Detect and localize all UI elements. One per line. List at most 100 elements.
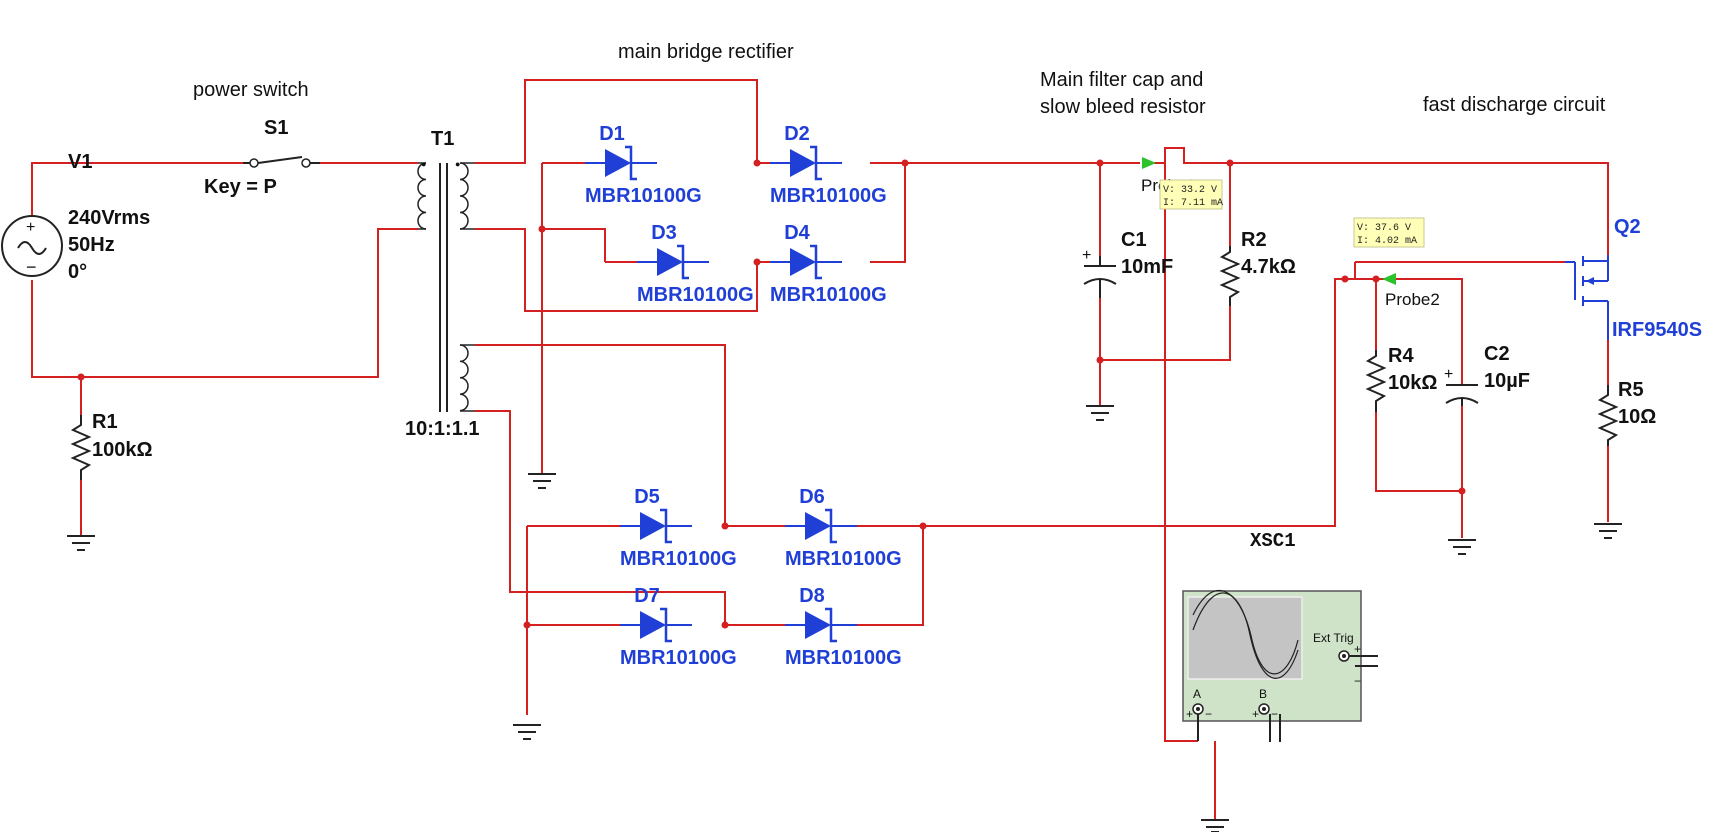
resistor-r1[interactable] [70,415,92,480]
scope-a-plus: + [1186,707,1193,721]
resistor-r5[interactable] [1597,385,1619,446]
r1-value: 100kΩ [92,439,153,461]
scope-b-plus: + [1252,707,1259,721]
s1-key: Key = P [204,176,277,198]
scope-trig-minus: − [1354,674,1361,688]
source-v1[interactable]: + − [1,215,63,277]
filter-wires [1096,147,1609,742]
diodes-layer: D1MBR10100GD2MBR10100GD3MBR10100GD4MBR10… [585,123,902,669]
main-bridge-wires [475,79,1100,473]
diode-d7-part: MBR10100G [620,647,737,669]
diode-d8-part: MBR10100G [785,647,902,669]
c1-ref: C1 [1121,229,1147,251]
diode-d4-part: MBR10100G [770,284,887,306]
r2-value: 4.7kΩ [1241,256,1296,278]
svg-text:+: + [1082,247,1091,264]
r2-ref: R2 [1241,229,1267,251]
probe2-marker[interactable] [1382,273,1396,285]
diode-d2-part: MBR10100G [770,185,887,207]
note-filter-line1: Main filter cap and [1040,69,1203,91]
r4-ref: R4 [1388,345,1414,367]
r4-value: 10kΩ [1388,372,1437,394]
probe1-voltage: V: 33.2 V [1163,185,1217,196]
transformer-t1[interactable]: ● ● [417,159,475,412]
diode-d2-ref: D2 [784,123,810,145]
oscilloscope-xsc1[interactable] [1182,590,1378,742]
diode-d4[interactable] [770,244,842,280]
v1-phase: 0° [68,261,87,283]
scope-ext-trig: Ext Trig [1313,631,1354,645]
ground-icon [1594,523,1622,539]
ground-icon [528,473,556,489]
diode-d1-ref: D1 [599,123,625,145]
probe2-voltage: V: 37.6 V [1357,223,1411,234]
scope-trig-plus: + [1354,642,1361,656]
diode-d5-ref: D5 [634,486,660,508]
svg-text:−: − [26,257,37,277]
v1-voltage: 240Vrms [68,207,150,229]
diode-d1-part: MBR10100G [585,185,702,207]
note-fast-discharge: fast discharge circuit [1423,94,1606,116]
diode-d5[interactable] [620,508,692,544]
discharge-wires [1341,261,1609,538]
diode-d3[interactable] [637,244,709,280]
probe2-tooltip: V: 37.6 V I: 4.02 mA [1353,217,1425,248]
r5-value: 10Ω [1618,406,1656,428]
ground-icon [1448,539,1476,555]
scope-channel-b: B [1259,687,1267,701]
probe2-label: Probe2 [1385,290,1440,309]
diode-d4-ref: D4 [784,222,810,244]
diode-d2[interactable] [770,145,842,181]
v1-frequency: 50Hz [68,234,115,256]
probe1-marker[interactable] [1142,157,1156,169]
diode-d6[interactable] [785,508,857,544]
ground-icon [1201,819,1229,832]
diode-d8-ref: D8 [799,585,825,607]
scope-a-minus: − [1205,707,1212,721]
c1-value: 10mF [1121,256,1173,278]
resistor-r2[interactable] [1219,246,1241,306]
diode-d7[interactable] [620,607,692,643]
diode-d6-part: MBR10100G [785,548,902,570]
svg-text:●: ● [455,159,460,169]
primary-wires [31,162,418,536]
xsc1-ref: XSC1 [1250,530,1296,552]
t1-ratio: 10:1:1.1 [405,418,480,440]
diode-d7-ref: D7 [634,585,660,607]
note-power-switch: power switch [193,79,309,101]
diode-d5-part: MBR10100G [620,548,737,570]
r5-ref: R5 [1618,379,1644,401]
capacitor-c1[interactable]: + [1082,247,1117,298]
probe2-current: I: 4.02 mA [1357,236,1417,247]
svg-text:+: + [1444,366,1453,383]
scope-channel-a: A [1193,687,1201,701]
mosfet-q2[interactable] [1565,255,1609,340]
second-bridge-wires [475,278,1355,715]
c2-ref: C2 [1484,343,1510,365]
note-main-bridge: main bridge rectifier [618,41,794,63]
diode-d1[interactable] [585,145,657,181]
ground-icon [1086,405,1114,421]
capacitor-c2[interactable]: + [1444,366,1479,406]
q2-ref: Q2 [1614,216,1641,238]
ground-icon [513,724,541,740]
s1-ref: S1 [264,117,288,139]
v1-ref: V1 [68,151,92,173]
t1-ref: T1 [431,128,454,150]
probe1-current: I: 7.11 mA [1163,198,1223,209]
r1-ref: R1 [92,411,118,433]
diode-d3-ref: D3 [651,222,677,244]
q2-part: IRF9540S [1612,319,1702,341]
svg-text:+: + [26,219,35,236]
diode-d3-part: MBR10100G [637,284,754,306]
resistor-r4[interactable] [1365,350,1387,412]
switch-s1[interactable] [243,156,320,168]
svg-text:●: ● [421,159,426,169]
diode-d8[interactable] [785,607,857,643]
c2-value: 10µF [1484,370,1530,392]
ground-icon [67,535,95,551]
probe1-tooltip: V: 33.2 V I: 7.11 mA [1159,179,1223,210]
note-filter-line2: slow bleed resistor [1040,96,1206,118]
scope-b-minus: − [1271,707,1278,721]
